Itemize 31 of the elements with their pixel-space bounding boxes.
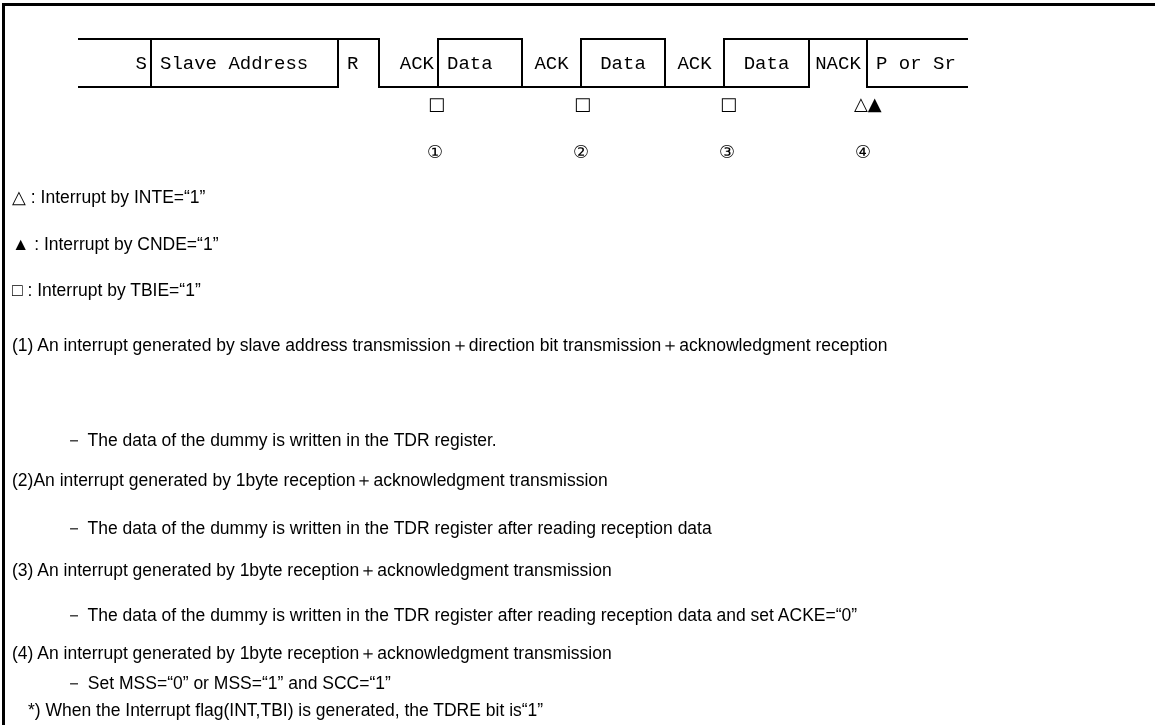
frame-field: Data	[437, 38, 523, 88]
frame-field: R	[337, 38, 380, 88]
legend-entry: △ : Interrupt by INTE=“1”	[12, 187, 206, 207]
legend-entry: ▲ : Interrupt by CNDE=“1”	[12, 234, 219, 254]
legend-entry: □ : Interrupt by TBIE=“1”	[12, 280, 201, 300]
interrupt-mark: □	[720, 94, 737, 114]
frame-field: Data	[580, 38, 666, 88]
frame-field: ACK	[666, 38, 723, 88]
callout-number: ②	[573, 142, 590, 162]
note-text: (2)An interrupt generated by 1byte reception＋acknowledgment transmission	[12, 470, 608, 490]
interrupt-mark: △▲	[854, 94, 882, 114]
frame-field: S	[78, 38, 150, 88]
frame-field: Slave Address	[150, 38, 337, 88]
note-text: (4) An interrupt generated by 1byte reception＋acknowledgment transmission	[12, 643, 612, 663]
frame-field: P or Sr	[866, 38, 968, 88]
note-text: － The data of the dummy is written in the TDR register after reading reception data and set ACKE=“0”	[65, 605, 858, 625]
interrupt-mark: □	[428, 94, 445, 114]
callout-number: ①	[427, 142, 444, 162]
note-text: － Set MSS=“0” or MSS=“1” and SCC=“1”	[65, 673, 391, 693]
frame-field: ACK	[380, 38, 437, 88]
note-text: － The data of the dummy is written in the TDR register after reading reception data	[65, 518, 712, 538]
interrupt-mark: □	[574, 94, 591, 114]
note-text: (1) An interrupt generated by slave address transmission＋direction bit transmission＋acknowledgment reception	[12, 334, 889, 357]
frame-field: Data	[723, 38, 810, 88]
callout-number: ④	[855, 142, 872, 162]
note-text: *) When the Interrupt flag(INT,TBI) is generated, the TDRE bit is“1”	[28, 700, 544, 720]
note-text: － The data of the dummy is written in the TDR register.	[65, 430, 497, 450]
frame-field: NACK	[810, 38, 866, 88]
note-text: (3) An interrupt generated by 1byte reception＋acknowledgment transmission	[12, 560, 612, 580]
callout-number: ③	[719, 142, 736, 162]
frame-field: ACK	[523, 38, 580, 88]
